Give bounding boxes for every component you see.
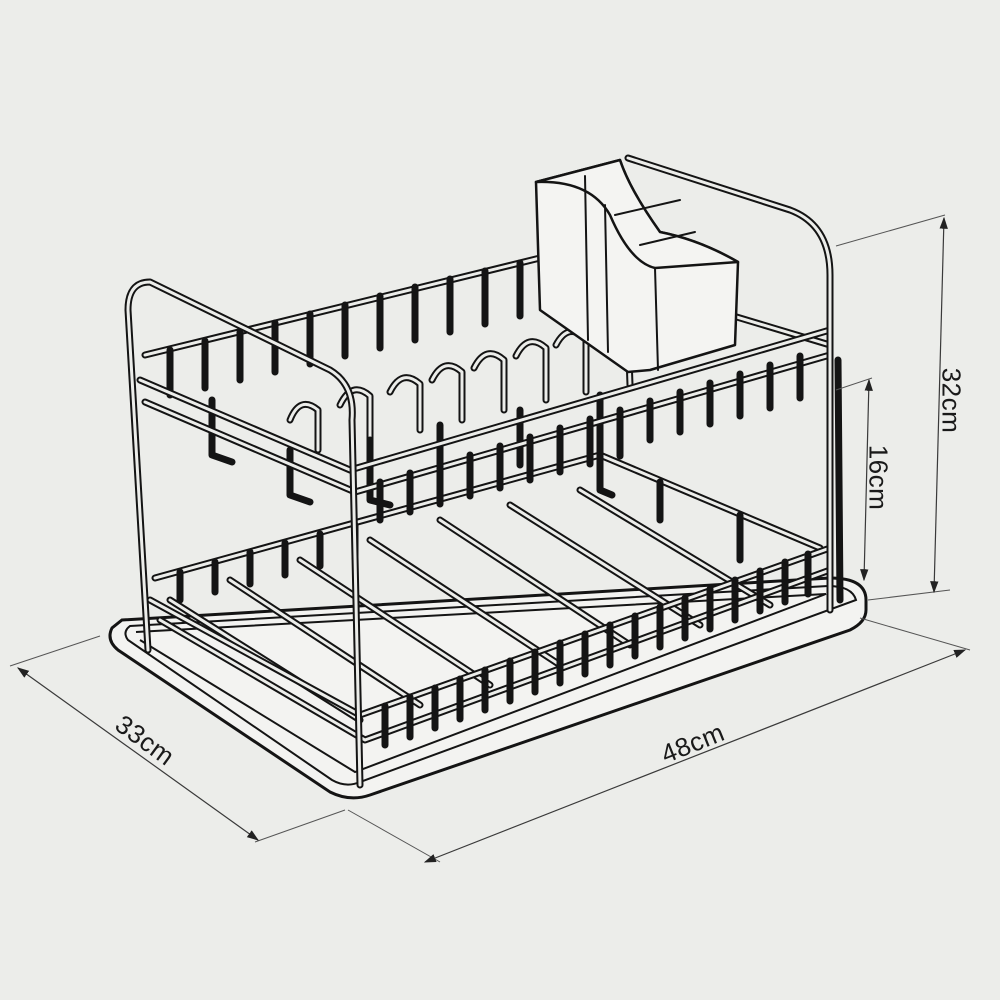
dimension-lines	[9, 214, 971, 863]
cutlery-caddy	[534, 158, 740, 374]
dimension-label-height: 32cm	[936, 367, 967, 434]
side-frame-handles	[124, 154, 844, 789]
dimension-label-tier-spacing: 16cm	[863, 444, 894, 511]
